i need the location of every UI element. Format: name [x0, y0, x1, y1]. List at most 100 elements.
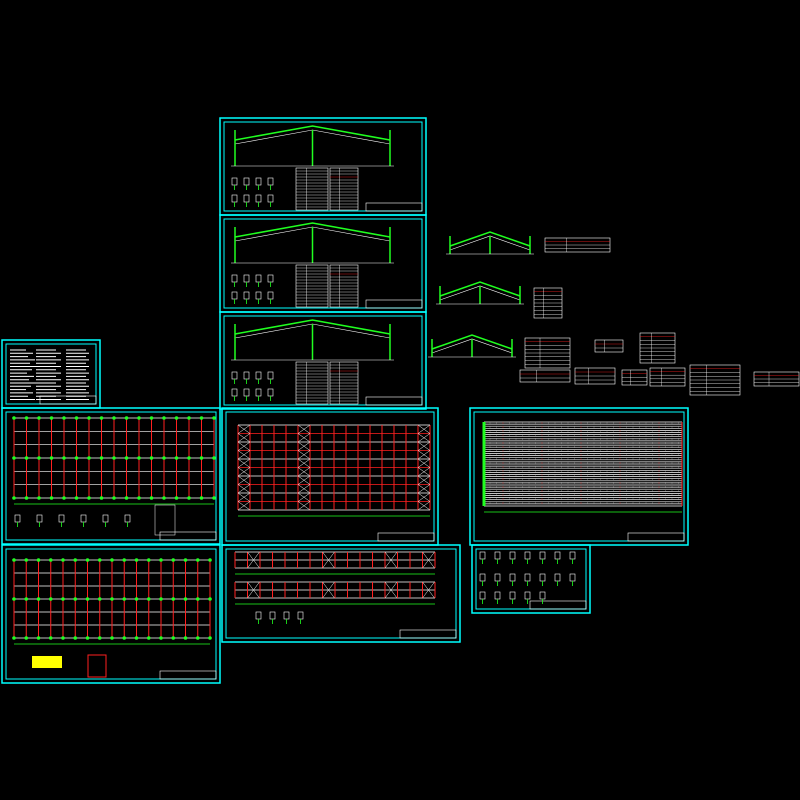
column-node [124, 496, 129, 500]
column-node [12, 496, 16, 500]
column-node [97, 636, 102, 640]
title-block [377, 532, 435, 542]
column-node [110, 636, 114, 640]
loose-frame-detail [446, 231, 534, 255]
column-node [24, 496, 29, 500]
wall-elevation-sheet [221, 544, 461, 643]
column-node [174, 496, 179, 500]
column-node [61, 597, 65, 601]
column-node [195, 558, 200, 562]
column-node [208, 558, 212, 562]
column-node [62, 496, 66, 500]
column-node [124, 456, 129, 460]
sheet-inner-border [225, 411, 435, 542]
column-node [24, 597, 29, 601]
bracing-cross [297, 458, 311, 468]
loose-frame-detail [428, 334, 516, 358]
column-node [74, 456, 79, 460]
loose-table-detail [753, 371, 800, 387]
column-node [212, 456, 216, 460]
column-node [162, 416, 166, 420]
column-node [171, 636, 176, 640]
title-block [159, 670, 217, 680]
title-block [529, 600, 587, 610]
column-node [49, 496, 54, 500]
detail-callout [87, 654, 107, 678]
column-node [159, 558, 163, 562]
column-node [12, 636, 16, 640]
bracing-cross [297, 441, 311, 451]
bracing-cross [237, 467, 251, 477]
bracing-cross [297, 484, 311, 494]
loose-table-detail [689, 364, 741, 396]
bracing-cross [297, 433, 311, 443]
bracing-cross [322, 551, 335, 569]
title-block [627, 532, 685, 542]
bracing-cross [237, 424, 251, 434]
column-node [99, 456, 104, 460]
sheet-border [1, 544, 221, 684]
column-node [85, 558, 90, 562]
column-node [99, 496, 104, 500]
column-node [149, 496, 154, 500]
bracing-cross [384, 551, 398, 569]
column-node [24, 416, 29, 420]
loose-detail-drawings [428, 231, 800, 396]
title-block [399, 629, 457, 639]
loose-table-detail [649, 367, 686, 387]
bracing-cross [237, 501, 251, 511]
column-node [146, 597, 151, 601]
column-node [212, 496, 216, 500]
sheet-inner-border [225, 548, 457, 639]
bracing-cross [384, 581, 398, 599]
bracing-cross [247, 581, 260, 599]
sheet-inner-border [223, 218, 423, 309]
column-node [159, 636, 163, 640]
column-node [199, 416, 204, 420]
column-node [122, 558, 127, 562]
drawing-sheets [1, 117, 689, 684]
bracing-cross [237, 484, 251, 494]
title-block [365, 202, 423, 212]
column-node [183, 558, 188, 562]
bracing-cross [322, 581, 335, 599]
column-node [36, 597, 41, 601]
column-node [97, 558, 102, 562]
column-node [48, 597, 53, 601]
column-node [134, 597, 139, 601]
roof-rafter [431, 334, 513, 350]
roof-bracing-plan-sheet [221, 407, 439, 546]
column-node [183, 636, 188, 640]
bracing-cross [297, 475, 311, 485]
roof-rafter [449, 231, 531, 247]
title-block [365, 299, 423, 309]
column-node [122, 597, 127, 601]
column-node [199, 496, 204, 500]
notes-block [154, 504, 176, 536]
column-node [146, 636, 151, 640]
column-node [37, 416, 41, 420]
sheet-border [221, 544, 461, 643]
sheet-inner-border [5, 411, 217, 541]
loose-table-detail [533, 287, 563, 319]
loose-table-detail [544, 237, 611, 253]
frame-elevation-sheet-3 [219, 311, 427, 410]
column-node [187, 496, 191, 500]
bracing-cross [297, 450, 311, 460]
schedule-table [594, 339, 624, 353]
bracing-cross [417, 450, 431, 460]
column-node [183, 597, 188, 601]
column-node [208, 636, 212, 640]
sheet-border [219, 311, 427, 410]
sheet-inner-border [473, 411, 685, 542]
roof-rafter [234, 319, 391, 335]
column-node [195, 597, 200, 601]
column-node [162, 496, 166, 500]
schedule-table [519, 369, 571, 383]
column-node [36, 558, 41, 562]
column-node [134, 636, 139, 640]
sheet-inner-border [5, 548, 217, 680]
column-node [12, 416, 16, 420]
